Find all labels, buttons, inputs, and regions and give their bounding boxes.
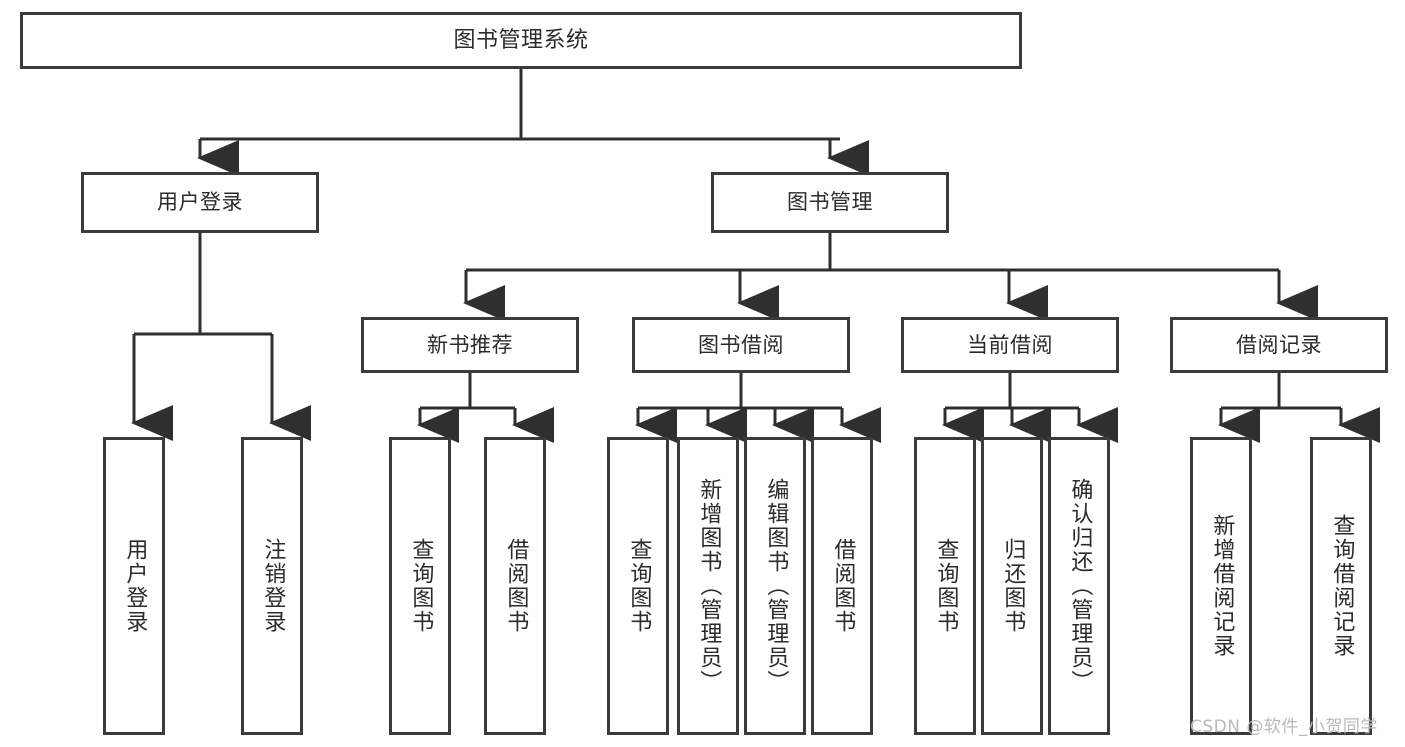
leaf-edit-book[interactable]: 编辑图书（管理员） xyxy=(744,437,806,735)
node-book-manage-label: 图书管理 xyxy=(787,190,873,215)
node-root-label: 图书管理系统 xyxy=(453,27,589,53)
leaf-query-book-1-label: 查询图书 xyxy=(408,538,434,634)
leaf-query-book-3-label: 查询图书 xyxy=(933,538,959,634)
leaf-borrow-book-1[interactable]: 借阅图书 xyxy=(484,437,546,735)
node-book-manage[interactable]: 图书管理 xyxy=(711,172,949,233)
leaf-logout[interactable]: 注销登录 xyxy=(241,437,303,735)
node-current-borrow[interactable]: 当前借阅 xyxy=(901,317,1119,373)
node-user-login[interactable]: 用户登录 xyxy=(81,172,319,233)
leaf-logout-label: 注销登录 xyxy=(260,538,286,634)
leaf-query-record-label: 查询借阅记录 xyxy=(1329,514,1355,658)
leaf-borrow-book-2-label: 借阅图书 xyxy=(830,538,856,634)
leaf-query-book-2-label: 查询图书 xyxy=(626,538,652,634)
leaf-edit-book-label: 编辑图书（管理员） xyxy=(763,478,789,694)
leaf-add-record[interactable]: 新增借阅记录 xyxy=(1190,437,1252,735)
leaf-query-book-3[interactable]: 查询图书 xyxy=(914,437,976,735)
leaf-add-record-label: 新增借阅记录 xyxy=(1209,514,1235,658)
leaf-query-book-1[interactable]: 查询图书 xyxy=(389,437,451,735)
node-book-borrow[interactable]: 图书借阅 xyxy=(632,317,850,373)
leaf-confirm-return[interactable]: 确认归还（管理员） xyxy=(1048,437,1110,735)
leaf-query-book-2[interactable]: 查询图书 xyxy=(607,437,669,735)
node-book-borrow-label: 图书借阅 xyxy=(698,332,784,357)
leaf-borrow-book-2[interactable]: 借阅图书 xyxy=(811,437,873,735)
node-borrow-record[interactable]: 借阅记录 xyxy=(1170,317,1388,373)
node-root[interactable]: 图书管理系统 xyxy=(20,12,1022,69)
node-new-book-rec[interactable]: 新书推荐 xyxy=(361,317,579,373)
leaf-user-login-label: 用户登录 xyxy=(122,538,148,634)
leaf-query-record[interactable]: 查询借阅记录 xyxy=(1310,437,1372,735)
leaf-add-book[interactable]: 新增图书（管理员） xyxy=(677,437,739,735)
leaf-borrow-book-1-label: 借阅图书 xyxy=(503,538,529,634)
node-new-book-rec-label: 新书推荐 xyxy=(427,332,513,357)
leaf-add-book-label: 新增图书（管理员） xyxy=(696,478,722,694)
node-user-login-label: 用户登录 xyxy=(157,190,243,215)
leaf-return-book-label: 归还图书 xyxy=(1000,538,1026,634)
node-borrow-record-label: 借阅记录 xyxy=(1236,332,1322,357)
csdn-watermark: CSDN @软件_小贺同学 xyxy=(1190,717,1378,737)
node-current-borrow-label: 当前借阅 xyxy=(967,332,1053,357)
leaf-return-book[interactable]: 归还图书 xyxy=(981,437,1043,735)
leaf-confirm-return-label: 确认归还（管理员） xyxy=(1067,478,1093,694)
leaf-user-login[interactable]: 用户登录 xyxy=(103,437,165,735)
